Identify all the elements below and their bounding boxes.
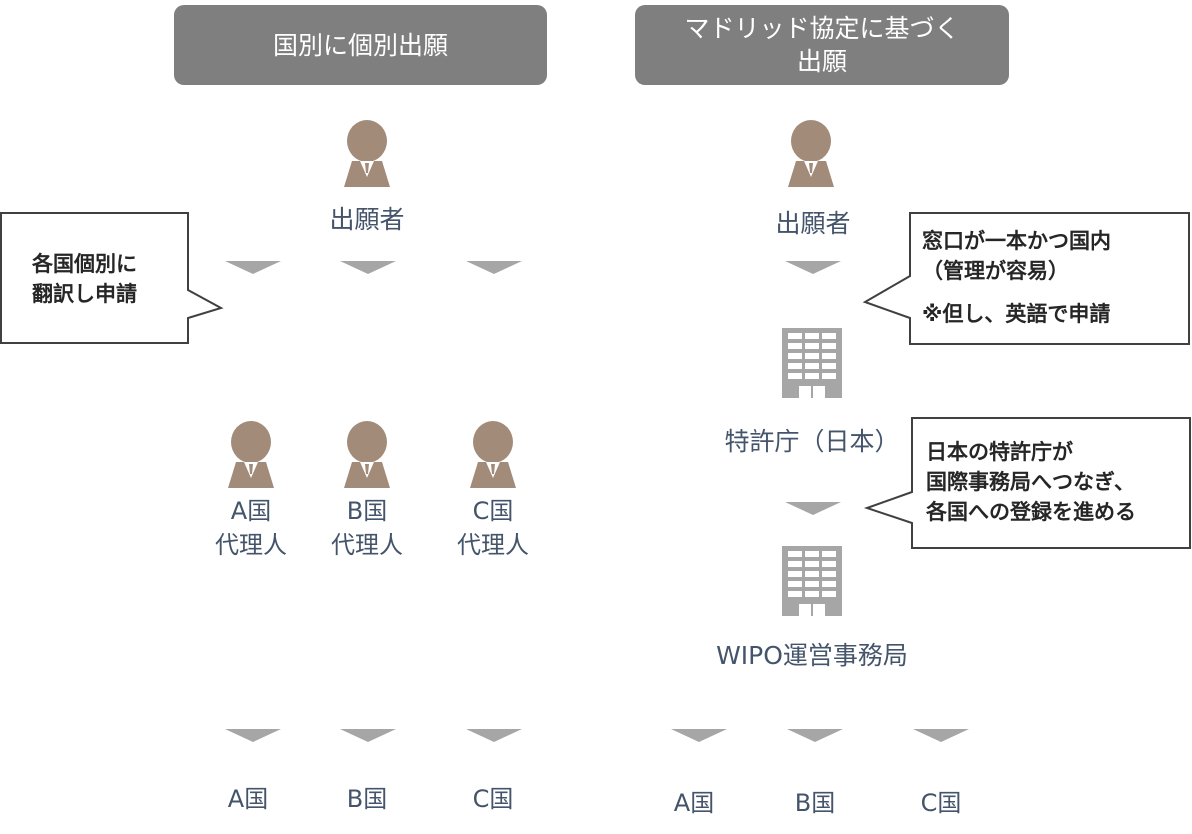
person-icon bbox=[228, 421, 274, 488]
right-country-b: B国 bbox=[794, 789, 836, 817]
callout-single-window-line3: ※但し、英語で申請 bbox=[922, 302, 1111, 326]
left-applicant-label: 出願者 bbox=[329, 205, 405, 234]
agent-c-role: 代理人 bbox=[457, 531, 529, 559]
header-madrid-filing: マドリッド協定に基づく 出願 bbox=[635, 5, 1009, 85]
arrow-down-icon bbox=[913, 729, 969, 742]
person-icon bbox=[344, 120, 390, 187]
agent-c-label: C国 代理人 bbox=[438, 494, 548, 562]
callout-single-window bbox=[862, 212, 1192, 346]
agent-c-country: C国 bbox=[472, 497, 514, 525]
arrow-down-icon bbox=[225, 729, 281, 742]
person-icon bbox=[344, 421, 390, 488]
callout-single-window-line2: （管理が容易） bbox=[922, 259, 1069, 283]
right-applicant-label: 出願者 bbox=[775, 209, 851, 238]
callout-jpo-connects bbox=[863, 416, 1192, 550]
arrow-down-icon bbox=[466, 261, 522, 274]
left-country-a: A国 bbox=[227, 785, 269, 813]
arrow-down-icon bbox=[785, 502, 841, 515]
callout-translate-line1: 各国個別に bbox=[32, 252, 137, 276]
arrow-down-icon bbox=[225, 261, 281, 274]
building-icon bbox=[782, 328, 842, 398]
callout-jpo-connects-line3: 各国への登録を進める bbox=[926, 500, 1136, 524]
arrow-down-icon bbox=[787, 729, 843, 742]
callout-translate-line2: 翻訳し申請 bbox=[32, 282, 137, 306]
right-country-a: A国 bbox=[673, 789, 715, 817]
header-madrid-line1: マドリッド協定に基づく bbox=[684, 14, 960, 43]
jpo-label: 特許庁（日本） bbox=[724, 427, 900, 456]
header-madrid-line2: 出願 bbox=[796, 47, 847, 76]
arrow-down-icon bbox=[466, 729, 522, 742]
building-icon bbox=[782, 546, 842, 616]
right-country-c: C国 bbox=[920, 789, 962, 817]
agent-a-label: A国 代理人 bbox=[196, 494, 306, 562]
arrow-down-icon bbox=[785, 261, 841, 274]
header-individual-filing-text: 国別に個別出願 bbox=[272, 30, 448, 60]
callout-jpo-connects-line1: 日本の特許庁が bbox=[926, 440, 1073, 464]
header-individual-filing: 国別に個別出願 bbox=[174, 5, 547, 85]
callout-jpo-connects-line2: 国際事務局へつなぎ、 bbox=[926, 470, 1135, 494]
callout-single-window-line1: 窓口が一本かつ国内 bbox=[922, 229, 1111, 253]
person-icon bbox=[470, 421, 516, 488]
wipo-label: WIPO運営事務局 bbox=[716, 641, 908, 670]
left-country-c: C国 bbox=[472, 785, 514, 813]
arrow-down-icon bbox=[340, 729, 396, 742]
agent-a-role: 代理人 bbox=[215, 531, 287, 559]
agent-b-label: B国 代理人 bbox=[312, 494, 422, 562]
arrow-down-icon bbox=[340, 261, 396, 274]
callout-translate bbox=[0, 212, 224, 346]
left-country-b: B国 bbox=[346, 785, 388, 813]
agent-b-role: 代理人 bbox=[331, 531, 403, 559]
arrow-down-icon bbox=[671, 729, 727, 742]
agent-b-country: B国 bbox=[346, 497, 388, 525]
person-icon bbox=[788, 120, 834, 187]
agent-a-country: A国 bbox=[230, 497, 272, 525]
